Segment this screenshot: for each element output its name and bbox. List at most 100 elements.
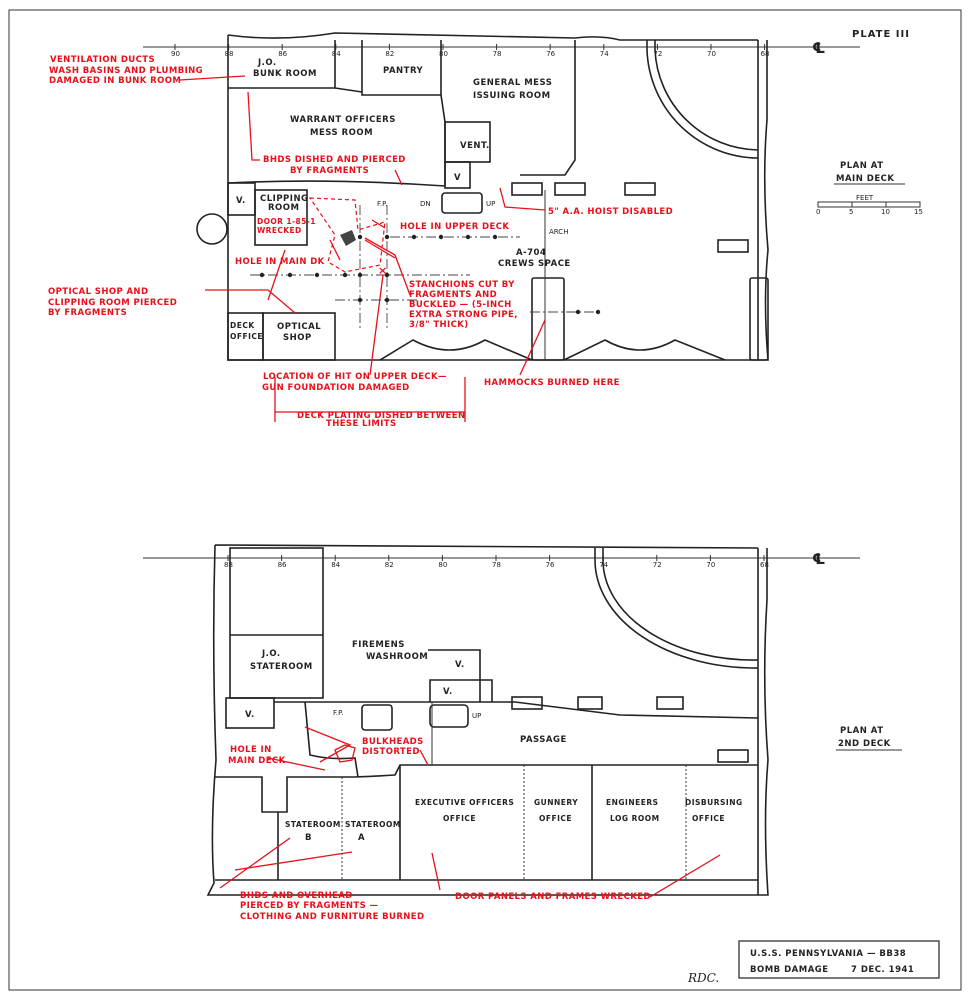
frame-number: 78	[493, 50, 502, 58]
frame-number: 72	[653, 50, 662, 58]
room-label: UP	[486, 200, 495, 208]
annotation: DECK PLATING DISHED BETWEEN	[297, 411, 465, 421]
room-label: A	[358, 833, 365, 843]
annotation: LOCATION OF HIT ON UPPER DECK—	[263, 372, 447, 382]
draftsman-signature: RDC.	[687, 971, 719, 985]
annotation: DOOR 1-85-1	[257, 217, 316, 226]
frame-number: 78	[492, 561, 501, 569]
plan-title: PLAN AT	[840, 161, 884, 171]
stanchion	[342, 272, 348, 278]
room-label: STATEROOM	[250, 662, 313, 672]
room-label: BUNK ROOM	[253, 69, 317, 79]
plan-title: 2ND DECK	[838, 739, 891, 749]
annotation: 3/8" THICK)	[409, 320, 469, 330]
room-label: LOG ROOM	[610, 814, 660, 823]
room-label: WARRANT OFFICERS	[290, 115, 396, 125]
room-label: STATEROOM	[285, 820, 341, 829]
stanchion	[384, 234, 390, 240]
stanchion	[595, 309, 601, 315]
annotation: HOLE IN UPPER DECK	[400, 222, 509, 232]
room-label: PASSAGE	[520, 735, 567, 745]
gun-barbette-circle	[196, 213, 228, 245]
frame-number: 88	[225, 50, 234, 58]
stanchion	[411, 234, 417, 240]
annotation: FRAGMENTS AND	[409, 290, 497, 300]
room-label: SHOP	[283, 333, 312, 343]
stanchion	[438, 234, 444, 240]
room-label: DISBURSING	[685, 798, 743, 807]
scale-tick: 15	[914, 208, 923, 216]
room-label: GENERAL MESS	[473, 78, 552, 88]
stanchion	[384, 297, 390, 303]
stanchion	[384, 272, 390, 278]
annotation: BHDS DISHED AND PIERCED	[263, 155, 406, 165]
stanchion	[314, 272, 320, 278]
room-label: UP	[472, 712, 481, 720]
plan-outline	[227, 35, 769, 361]
title-subject: BOMB DAMAGE	[750, 965, 829, 975]
scale-tick: 5	[849, 208, 853, 216]
stanchion	[575, 309, 581, 315]
frame-number: 70	[706, 561, 715, 569]
annotation: DOOR PANELS AND FRAMES WRECKED	[455, 892, 651, 902]
annotation: WASH BASINS AND PLUMBING	[49, 66, 203, 76]
frame-number: 68	[761, 50, 770, 58]
room-label: B	[305, 833, 312, 843]
centerline-symbol: ℄	[812, 550, 826, 568]
annotation: WRECKED	[257, 226, 302, 235]
room-label: OFFICE	[539, 814, 572, 823]
room-label: EXECUTIVE OFFICERS	[415, 798, 514, 807]
centerline-symbol: ℄	[812, 39, 826, 57]
annotation: MAIN DECK	[228, 756, 286, 766]
frame-number: 82	[385, 561, 394, 569]
ship-name: U.S.S. PENNSYLVANIA — BB38	[750, 949, 906, 959]
room-label: J.O.	[261, 649, 281, 659]
frame-number: 88	[224, 561, 233, 569]
stanchion	[465, 234, 471, 240]
room-label: J.O.	[257, 58, 277, 68]
room-label: FIREMENS	[352, 640, 405, 650]
room-label: GUNNERY	[534, 798, 578, 807]
plan-top-edge	[227, 32, 758, 41]
ladder	[441, 192, 483, 214]
frame-number: 86	[278, 50, 287, 58]
room-label: OFFICE	[443, 814, 476, 823]
stanchion	[357, 234, 363, 240]
scale-tick: 0	[816, 208, 820, 216]
plan-title: MAIN DECK	[836, 174, 894, 184]
room-label: PANTRY	[383, 66, 424, 76]
annotation: VENTILATION DUCTS	[50, 55, 155, 65]
hole-hatch	[340, 230, 356, 246]
room-label: DN	[420, 200, 431, 208]
title-date: 7 DEC. 1941	[851, 965, 914, 975]
annotation: BY FRAGMENTS	[290, 166, 369, 176]
annotation: GUN FOUNDATION DAMAGED	[262, 383, 410, 393]
room-label: ISSUING ROOM	[473, 91, 551, 101]
room-label: V.	[443, 687, 453, 697]
annotation: DAMAGED IN BUNK ROOM	[49, 76, 181, 86]
sheet-frame	[8, 9, 962, 991]
annotation: PIERCED BY FRAGMENTS —	[240, 901, 378, 911]
frame-number: 76	[546, 50, 555, 58]
room-label: V.	[455, 660, 465, 670]
annotation: HAMMOCKS BURNED HERE	[484, 378, 620, 388]
room-label: V	[454, 173, 461, 183]
stanchion	[492, 234, 498, 240]
room-label: WASHROOM	[366, 652, 428, 662]
annotation: BULKHEADS	[362, 737, 424, 747]
room-label: STATEROOM	[345, 820, 401, 829]
annotation: BY FRAGMENTS	[48, 308, 127, 318]
room-label: ENGINEERS	[606, 798, 659, 807]
annotation: BHDS AND OVERHEAD	[240, 891, 353, 901]
annotation: DISTORTED	[362, 747, 420, 757]
room-label: F.P.	[377, 200, 387, 208]
room-label: MESS ROOM	[310, 128, 373, 138]
annotation: STANCHIONS CUT BY	[409, 280, 515, 290]
frame-number: 76	[546, 561, 555, 569]
hit-location-mark: ×	[378, 264, 388, 277]
room-label: CREWS SPACE	[498, 259, 571, 269]
room-label: ROOM	[268, 203, 299, 213]
